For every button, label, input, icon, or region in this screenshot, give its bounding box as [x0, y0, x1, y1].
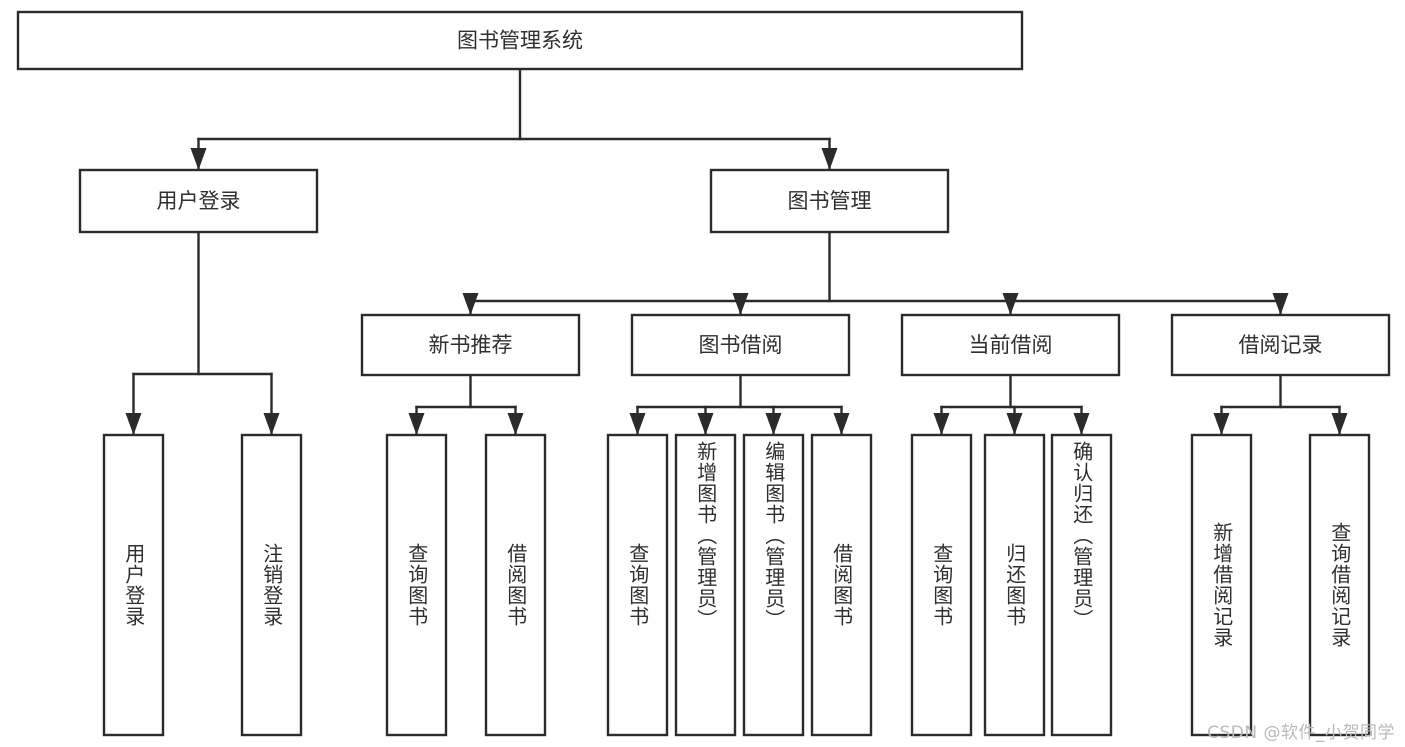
node-查询图书-box[interactable]	[910, 433, 973, 737]
arrow-head-icon	[765, 413, 782, 435]
node-图书管理系统-box[interactable]	[16, 10, 1024, 71]
arrow-head-icon	[1213, 413, 1230, 435]
node-图书管理-box[interactable]	[709, 168, 950, 234]
arrow-head-icon	[1073, 413, 1090, 435]
arrow-head-icon	[263, 413, 280, 435]
node-借阅图书-box[interactable]	[484, 433, 547, 737]
node-当前借阅-box[interactable]	[900, 313, 1121, 377]
arrow-head-icon	[462, 293, 479, 315]
arrow-head-icon	[1272, 293, 1289, 315]
arrow-head-icon	[1331, 413, 1348, 435]
arrow-head-icon	[629, 413, 646, 435]
node-新增借阅记录-box[interactable]	[1190, 433, 1253, 737]
arrow-head-icon	[821, 148, 838, 170]
node-当前借阅-label: 当前借阅	[969, 333, 1053, 357]
node-用户登录-box[interactable]	[102, 433, 165, 737]
node-编辑图书管理员-box[interactable]	[742, 433, 805, 737]
arrow-head-icon	[190, 148, 207, 170]
arrow-head-icon	[125, 413, 142, 435]
node-查询借阅记录-box[interactable]	[1308, 433, 1371, 737]
node-新增图书管理员-box[interactable]	[674, 433, 737, 737]
arrow-head-icon	[1002, 293, 1019, 315]
csdn-watermark: CSDN @软件_小贺同学	[1207, 723, 1395, 743]
arrow-head-icon	[408, 413, 425, 435]
node-查询图书-box[interactable]	[385, 433, 448, 737]
node-确认归还管理员-box[interactable]	[1050, 433, 1113, 737]
node-图书管理系统-label: 图书管理系统	[457, 29, 583, 53]
node-归还图书-box[interactable]	[983, 433, 1046, 737]
node-图书借阅-box[interactable]	[630, 313, 851, 377]
arrow-head-icon	[507, 413, 524, 435]
node-图书借阅-label: 图书借阅	[699, 333, 783, 357]
arrow-head-icon	[697, 413, 714, 435]
arrow-head-icon	[833, 413, 850, 435]
boxes-layer	[16, 10, 1391, 737]
connectors-layer	[125, 67, 1348, 437]
node-查询图书-box[interactable]	[606, 433, 669, 737]
arrow-head-icon	[732, 293, 749, 315]
arrow-head-icon	[1006, 413, 1023, 435]
node-用户登录-box[interactable]	[78, 168, 319, 234]
node-借阅图书-box[interactable]	[810, 433, 873, 737]
node-注销登录-box[interactable]	[240, 433, 303, 737]
node-新书推荐-box[interactable]	[360, 313, 581, 377]
node-图书管理-label: 图书管理	[788, 189, 872, 213]
node-用户登录-label: 用户登录	[157, 189, 241, 213]
arrow-head-icon	[933, 413, 950, 435]
node-借阅记录-label: 借阅记录	[1239, 333, 1323, 357]
node-新书推荐-label: 新书推荐	[429, 333, 513, 357]
node-借阅记录-box[interactable]	[1170, 313, 1391, 377]
